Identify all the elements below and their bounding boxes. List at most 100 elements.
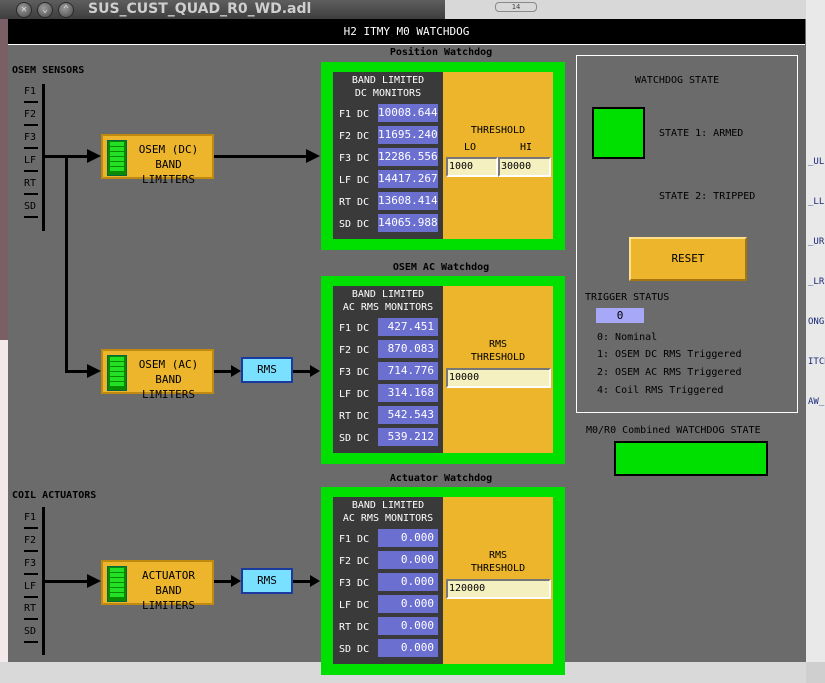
trigger-legend-item: 1: OSEM DC RMS Triggered xyxy=(597,349,742,360)
tab-indicator: 14 xyxy=(495,2,537,12)
filter-bank-icon xyxy=(107,355,127,391)
hi-label: HI xyxy=(519,142,533,153)
actuator-tick xyxy=(24,641,38,643)
block-label: OSEM (AC) BAND LIMITERS xyxy=(127,357,210,402)
actuator-monitor-value: 0.000 xyxy=(378,617,438,635)
actuator-tick xyxy=(24,527,38,529)
side-label: AW_ xyxy=(808,397,825,407)
monitor-heading-line: DC MONITORS xyxy=(354,88,422,99)
side-label: _LL xyxy=(808,197,825,207)
coil-actuators-title: COIL ACTUATORS xyxy=(12,490,97,501)
monitor-heading-line: BAND LIMITED xyxy=(351,500,425,511)
channel-label: F1 DC xyxy=(339,323,370,334)
arrow-icon xyxy=(87,149,101,163)
block-label: OSEM (DC) BAND LIMITERS xyxy=(127,142,210,187)
window-title: SUS_CUST_QUAD_R0_WD.adl xyxy=(88,1,312,17)
channel-label: F2 DC xyxy=(339,131,370,142)
channel-label: SD DC xyxy=(339,219,370,230)
ac-monitor-value: 427.451 xyxy=(378,318,438,336)
ac-monitor-panel: BAND LIMITED AC RMS MONITORS F1 DC 427.4… xyxy=(333,286,443,453)
actuator-label: SD xyxy=(24,626,37,637)
background-window-edge xyxy=(806,0,825,683)
arrow-icon xyxy=(87,574,101,588)
sensor-tick xyxy=(24,101,38,103)
channel-label: F3 DC xyxy=(339,367,370,378)
actuator-monitor-value: 0.000 xyxy=(378,573,438,591)
trigger-legend-item: 4: Coil RMS Triggered xyxy=(597,385,724,396)
arrow-icon xyxy=(310,365,320,377)
maximize-icon[interactable]: ⌃ xyxy=(58,2,74,18)
rms-threshold-label: RMS THRESHOLD xyxy=(443,338,553,364)
actuator-label: F1 xyxy=(24,512,37,523)
close-icon[interactable]: ✕ xyxy=(16,2,32,18)
sensor-label: F2 xyxy=(24,109,37,120)
actuator-rms-threshold-input[interactable]: 120000 xyxy=(446,579,551,599)
hi-threshold-input[interactable]: 30000 xyxy=(498,157,551,177)
threshold-panel: THRESHOLD LO HI 1000 30000 xyxy=(443,72,553,239)
side-label: _LR xyxy=(808,277,825,287)
channel-label: RT DC xyxy=(339,622,370,633)
block-line: BAND LIMITERS xyxy=(142,584,195,612)
sensor-bus-line xyxy=(42,84,45,231)
minimize-icon[interactable]: ⌄ xyxy=(37,2,53,18)
actuator-label: F2 xyxy=(24,535,37,546)
actuator-tick xyxy=(24,550,38,552)
state-tripped-label: STATE 2: TRIPPED xyxy=(659,191,756,202)
channel-label: RT DC xyxy=(339,411,370,422)
ac-monitor-value: 714.776 xyxy=(378,362,438,380)
rms-threshold-input[interactable]: 10000 xyxy=(446,368,551,388)
side-label: _UR xyxy=(808,237,825,247)
block-label: ACTUATOR BAND LIMITERS xyxy=(127,568,210,613)
actuator-monitor-panel: BAND LIMITED AC RMS MONITORS F1 DC 0.000… xyxy=(333,497,443,664)
side-label: _UL xyxy=(808,157,825,167)
actuator-tick xyxy=(24,618,38,620)
actuator-band-limiters[interactable]: ACTUATOR BAND LIMITERS xyxy=(101,560,214,612)
monitor-heading: BAND LIMITED DC MONITORS xyxy=(333,74,443,100)
arrow-icon xyxy=(231,365,241,377)
flow-line xyxy=(293,370,310,373)
dc-monitor-value: 14065.988 xyxy=(378,214,438,232)
actuator-bus-line xyxy=(42,507,45,655)
sensor-label: LF xyxy=(24,155,37,166)
rms-threshold-label: RMS THRESHOLD xyxy=(443,549,553,575)
sensor-label: RT xyxy=(24,178,37,189)
dc-monitor-value: 13608.414 xyxy=(378,192,438,210)
osem-ac-watchdog-panel: BAND LIMITED AC RMS MONITORS F1 DC 427.4… xyxy=(321,276,565,464)
block-line: ACTUATOR xyxy=(142,569,195,582)
side-label: ONG xyxy=(808,317,825,327)
threshold-label: THRESHOLD xyxy=(470,125,526,136)
monitor-heading-line: AC RMS MONITORS xyxy=(342,513,434,524)
sensor-tick xyxy=(24,124,38,126)
flow-line xyxy=(65,155,68,372)
dc-monitor-value: 10008.644 xyxy=(378,104,438,122)
lo-threshold-input[interactable]: 1000 xyxy=(446,157,498,177)
flow-line xyxy=(214,580,231,583)
combined-state-indicator xyxy=(614,441,768,476)
sensor-label: SD xyxy=(24,201,37,212)
sensor-tick xyxy=(24,147,38,149)
flow-line xyxy=(65,370,87,373)
state-armed-label: STATE 1: ARMED xyxy=(659,128,744,139)
reset-button[interactable]: RESET xyxy=(629,237,747,281)
page-title: H2 ITMY M0 WATCHDOG xyxy=(343,25,470,38)
dc-monitor-value: 12286.556 xyxy=(378,148,438,166)
actuator-rms-block[interactable]: RMS xyxy=(241,568,293,594)
monitor-heading: BAND LIMITED AC RMS MONITORS xyxy=(333,288,443,314)
arrow-icon xyxy=(87,364,101,378)
actuator-label: RT xyxy=(24,603,37,614)
rms-threshold-label-line: RMS xyxy=(488,339,508,350)
osem-ac-rms-block[interactable]: RMS xyxy=(241,357,293,383)
channel-label: RT DC xyxy=(339,197,370,208)
sensor-tick xyxy=(24,193,38,195)
block-line: BAND LIMITERS xyxy=(142,158,195,186)
actuator-monitor-value: 0.000 xyxy=(378,595,438,613)
osem-ac-band-limiters[interactable]: OSEM (AC) BAND LIMITERS xyxy=(101,349,214,401)
osem-dc-band-limiters[interactable]: OSEM (DC) BAND LIMITERS xyxy=(101,134,214,186)
block-line: OSEM (DC) xyxy=(138,143,199,156)
channel-label: F2 DC xyxy=(339,345,370,356)
ac-monitor-value: 539.212 xyxy=(378,428,438,446)
dc-monitor-value: 11695.240 xyxy=(378,126,438,144)
sensor-label: F1 xyxy=(24,86,37,97)
actuator-tick xyxy=(24,596,38,598)
actuator-tick xyxy=(24,573,38,575)
